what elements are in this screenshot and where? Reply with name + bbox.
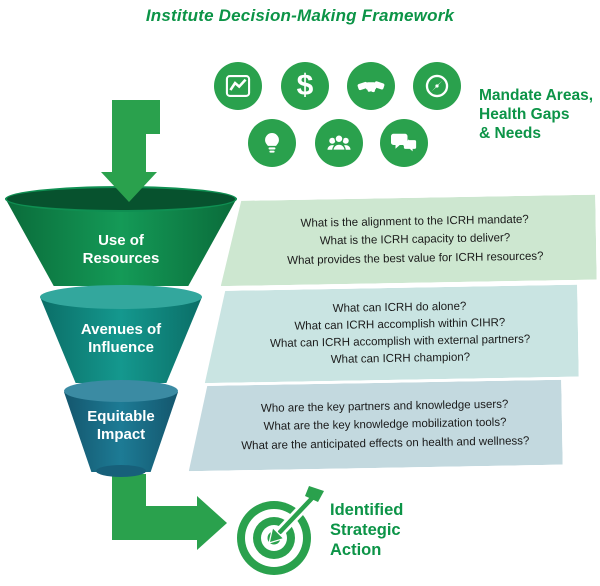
dollar-icon: $ xyxy=(281,62,329,110)
mandate-line: Health Gaps xyxy=(479,106,570,123)
dollar-glyph: $ xyxy=(296,69,314,102)
people-glyph xyxy=(327,134,351,151)
input-arrowhead-icon xyxy=(101,172,157,202)
funnel-stage-label: Equitable Impact xyxy=(64,408,178,444)
handshake-icon xyxy=(347,62,395,110)
stage-label-line: Impact xyxy=(96,426,146,443)
funnel-stage-rim xyxy=(40,285,202,309)
stage-label-line: Equitable xyxy=(87,408,155,425)
identified-strategic-action-label: Identified Strategic Action xyxy=(330,500,403,560)
funnel-stage-equitable-impact: Equitable Impact xyxy=(64,380,178,477)
handshake-glyph xyxy=(357,81,385,93)
output-arrow-horizontal-bar xyxy=(112,506,198,540)
funnel-stage-label: Use of Resources xyxy=(5,232,237,268)
funnel-stage-use-of-resources: Use of Resources xyxy=(5,186,237,286)
stage-label-line: Resources xyxy=(82,250,160,267)
mandate-areas-label: Mandate Areas, Health Gaps & Needs xyxy=(479,86,597,143)
chat-bubbles-glyph xyxy=(391,133,418,156)
target-bullseye-icon xyxy=(232,486,326,585)
funnel-stage-bottom xyxy=(95,465,147,477)
lightbulb-icon xyxy=(248,119,296,167)
input-arrow-vertical-bar xyxy=(112,100,146,174)
line-chart-icon xyxy=(214,62,262,110)
questions-panel-equitable-impact: Who are the key partners and knowledge u… xyxy=(181,380,562,472)
target-glyph xyxy=(237,486,324,575)
line-chart-glyph xyxy=(225,75,251,97)
stage-label-line: Influence xyxy=(88,339,154,356)
output-arrowhead-icon xyxy=(197,496,227,550)
compass-icon xyxy=(413,62,461,110)
outcome-line: Identified xyxy=(330,501,404,519)
outcome-line: Action xyxy=(330,541,382,559)
lightbulb-glyph xyxy=(265,133,279,153)
questions-panel-avenues-of-influence: What can ICRH do alone? What can ICRH ac… xyxy=(195,285,579,384)
outcome-line: Strategic xyxy=(330,521,401,539)
mandate-line: Mandate Areas, xyxy=(479,87,593,104)
people-icon xyxy=(315,119,363,167)
chat-bubbles-icon xyxy=(380,119,428,167)
funnel-stage-avenues-of-influence: Avenues of Influence xyxy=(40,285,202,383)
funnel-stage-rim xyxy=(64,380,178,402)
stage-label-line: Avenues of xyxy=(80,321,162,338)
funnel-stage-label: Avenues of Influence xyxy=(40,321,202,357)
questions-panel-use-of-resources: What is the alignment to the ICRH mandat… xyxy=(207,195,596,287)
compass-glyph xyxy=(425,74,449,98)
page-title: Institute Decision-Making Framework xyxy=(145,6,455,25)
mandate-line: & Needs xyxy=(479,125,542,142)
stage-label-line: Use of xyxy=(98,232,144,249)
